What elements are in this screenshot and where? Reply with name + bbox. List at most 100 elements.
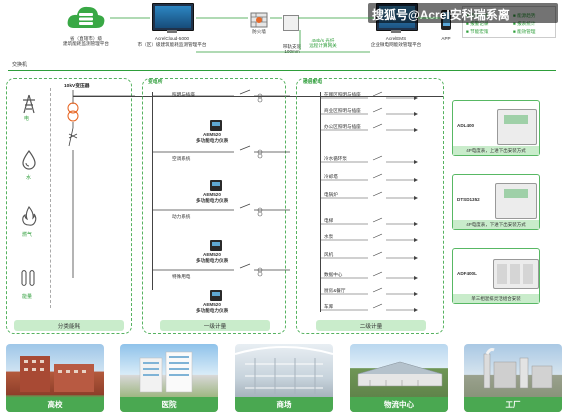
floor-circuit-label: 电梯	[324, 218, 334, 223]
application-photo: 物流中心	[350, 344, 448, 412]
gateway-device	[283, 15, 299, 31]
acrel-ems-title: AcrelEMS	[385, 36, 407, 41]
feeder-label: 特殊用电	[172, 274, 191, 279]
watermark-text: 搜狐号@Acrel安科瑞系离	[372, 8, 510, 22]
power-meter-device	[210, 180, 222, 191]
application-photo: 医院	[120, 344, 218, 412]
application-photo: 商场	[235, 344, 333, 412]
panel-footer-label: 二级计量	[359, 324, 383, 330]
factory-plant-icon	[483, 348, 553, 389]
photo-label: 医院	[120, 397, 218, 412]
floor-circuit-label: 商业区照明与插座	[324, 108, 361, 113]
legend-item: ■ 节能宏策	[466, 29, 489, 34]
mall-interior-icon	[235, 346, 333, 394]
floor-circuit-label: 冷却塔	[324, 174, 338, 179]
campus-building-icon	[20, 356, 94, 392]
top-strip: 省（直辖市）级 建筑能耗监测管理平台 AcrelCloud-5000 市（区）级…	[0, 0, 562, 60]
category-label: 电	[24, 116, 30, 122]
switch-bus-line	[8, 70, 556, 71]
floor-circuit-label: 电锅炉	[324, 192, 338, 197]
energy-coil-icon	[21, 269, 35, 287]
feeder-label: 照明与插座	[172, 92, 195, 97]
din-rail-meter-icon	[493, 259, 539, 289]
product-caption: 单三相混排灵活组合安装	[453, 294, 539, 303]
water-drop-icon	[22, 150, 36, 170]
monitor-stand	[167, 30, 177, 33]
product-model: ADL400	[457, 123, 475, 128]
power-meter-device	[210, 240, 222, 251]
din-meter-icon	[497, 109, 537, 145]
monitor-stand	[391, 30, 401, 33]
meter-model: AEM520	[203, 252, 221, 257]
product-card: ADF400L 单三相混排灵活组合安装	[452, 248, 540, 304]
floor-circuit-label: 数据中心	[324, 272, 343, 277]
substation-bus	[152, 92, 153, 290]
meter-model: AEM520	[203, 302, 221, 307]
meter-caption: 多功能电力仪表	[196, 258, 229, 263]
product-card: ADL400 4P电度表，上进下出安装方式	[452, 100, 540, 156]
product-card: DTSD1352 4P电度表，下进下出安装方式	[452, 174, 540, 230]
floor-circuit-label: 风机	[324, 252, 334, 257]
meter-model: AEM520	[203, 132, 221, 137]
floor-circuit-label: 水泵	[324, 234, 334, 239]
acrel-cloud-monitor	[152, 3, 194, 31]
floor-circuit-label: 在哪区照明与插座	[324, 92, 361, 97]
panel-footer: 一级计量	[160, 320, 270, 331]
acrel-cloud-title: AcrelCloud-5000	[154, 36, 190, 41]
floor-bus	[320, 92, 321, 312]
photo-label: 工厂	[464, 397, 562, 412]
legend-item: ■ 报表统计	[513, 21, 536, 26]
sohu-watermark: 搜狐号@Acrel安科瑞系离	[368, 3, 558, 23]
meter-caption: 多功能电力仪表	[196, 138, 229, 143]
application-photo: 工厂	[464, 344, 562, 412]
product-model: DTSD1352	[457, 197, 480, 202]
acrel-cloud-caption: 市（区）级建筑能耗监测管理平台	[137, 42, 207, 47]
substation-feeders	[152, 89, 290, 277]
flame-icon	[22, 206, 37, 226]
product-model: ADF400L	[457, 271, 477, 276]
network-lines	[110, 17, 440, 53]
transformer-label: 10kV变压器	[64, 84, 90, 89]
photo-label: 物流中心	[350, 397, 448, 412]
floor-distribution-title: 楼层配电	[303, 80, 323, 85]
photo-label: 商场	[235, 397, 333, 412]
transformer-circuit	[67, 90, 135, 278]
category-label: 能量	[22, 294, 33, 300]
power-tower-icon	[23, 94, 35, 114]
province-platform-caption: 省（直辖市）级 建筑能耗监测管理平台	[63, 36, 109, 47]
firewall-label: 防火墙	[252, 29, 266, 34]
substation-panel	[142, 78, 286, 334]
floor-circuits	[320, 91, 418, 312]
floor-circuit-label: 办公区照明与插座	[324, 124, 361, 129]
product-caption: 4P电度表，下进下出安装方式	[453, 220, 539, 229]
meter-model: AEM520	[203, 192, 221, 197]
switch-label: 交换机	[12, 62, 28, 68]
app-label: APP	[441, 36, 451, 41]
logistics-warehouse-icon	[357, 361, 443, 387]
meter-caption: 多功能电力仪表	[196, 198, 229, 203]
hospital-building-icon	[139, 351, 193, 393]
cloud-server-icon	[67, 6, 105, 28]
power-meter-device	[210, 120, 222, 131]
legend-item: ■ 报警记录	[466, 21, 489, 26]
power-meter-device	[210, 290, 222, 301]
panel-footer: 分类能耗	[14, 320, 124, 331]
feeder-label: 空调系统	[172, 156, 191, 161]
energy-category-panel	[6, 78, 132, 334]
panel-footer: 二级计量	[316, 320, 426, 331]
floor-circuit-label: 冷水循环泵	[324, 156, 347, 161]
floor-circuit-label: 车库	[324, 304, 334, 309]
meter-caption: 多功能电力仪表	[196, 308, 229, 313]
din-meter-icon	[495, 183, 537, 219]
application-photo: 高校	[6, 344, 104, 412]
gateway-note: 4Mb/s 光纤 远程计算网关	[309, 38, 337, 49]
floor-distribution-panel	[296, 78, 444, 334]
product-caption: 4P电度表，上进下出安装方式	[453, 146, 539, 155]
category-label: 燃气	[22, 232, 33, 238]
substation-title: 变电所	[148, 80, 163, 85]
photo-label: 高校	[6, 397, 104, 412]
legend-item: ■ 能效管理	[513, 29, 536, 34]
floor-circuit-label: 厨房&餐厅	[324, 288, 346, 293]
panel-footer-label: 一级计量	[203, 324, 227, 330]
acrel-ems-caption: 企业微电网能效管理平台	[370, 42, 422, 47]
